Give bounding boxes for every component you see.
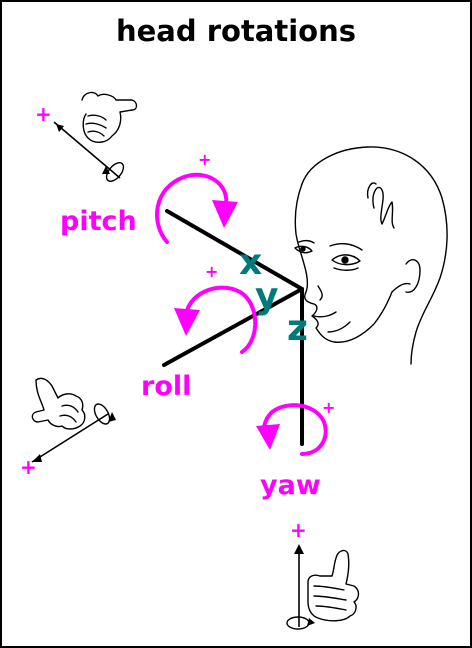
yaw-rotation-arrow [262, 403, 328, 456]
head-sketch [294, 146, 448, 365]
yaw-label: yaw [260, 470, 321, 501]
axis-y-letter: y [255, 276, 278, 317]
axis-z-letter: z [287, 308, 308, 349]
axis-letters: x y z [239, 242, 308, 349]
rotation-arrows [155, 172, 328, 456]
pitch-hand-icon [81, 91, 138, 143]
roll-plus-sign: + [205, 262, 218, 281]
pitch-hand-plus: + [35, 102, 52, 126]
roll-hand-plus: + [20, 455, 37, 479]
rotation-plus-signs: + + + [198, 150, 335, 417]
yaw-hand-icon [307, 549, 360, 622]
pitch-rotation-arrow [155, 172, 229, 244]
axis-y-line [162, 287, 304, 367]
axis-lines [162, 209, 304, 446]
roll-label: roll [141, 371, 191, 402]
roll-rotation-arrow [184, 285, 258, 354]
roll-hand-rule: + [20, 377, 116, 479]
yaw-plus-sign: + [322, 398, 335, 417]
pitch-plus-sign: + [198, 150, 211, 169]
pitch-hand-rule: + [35, 91, 138, 182]
axis-x-letter: x [239, 242, 262, 283]
diagram-title: head rotations [115, 14, 357, 48]
roll-hand-icon [31, 377, 86, 430]
pitch-label: pitch [60, 206, 137, 237]
axis-x-line [165, 209, 304, 291]
yaw-hand-rule: + [286, 518, 360, 630]
rotation-labels: pitch roll yaw [60, 206, 321, 501]
yaw-hand-plus: + [290, 518, 307, 542]
